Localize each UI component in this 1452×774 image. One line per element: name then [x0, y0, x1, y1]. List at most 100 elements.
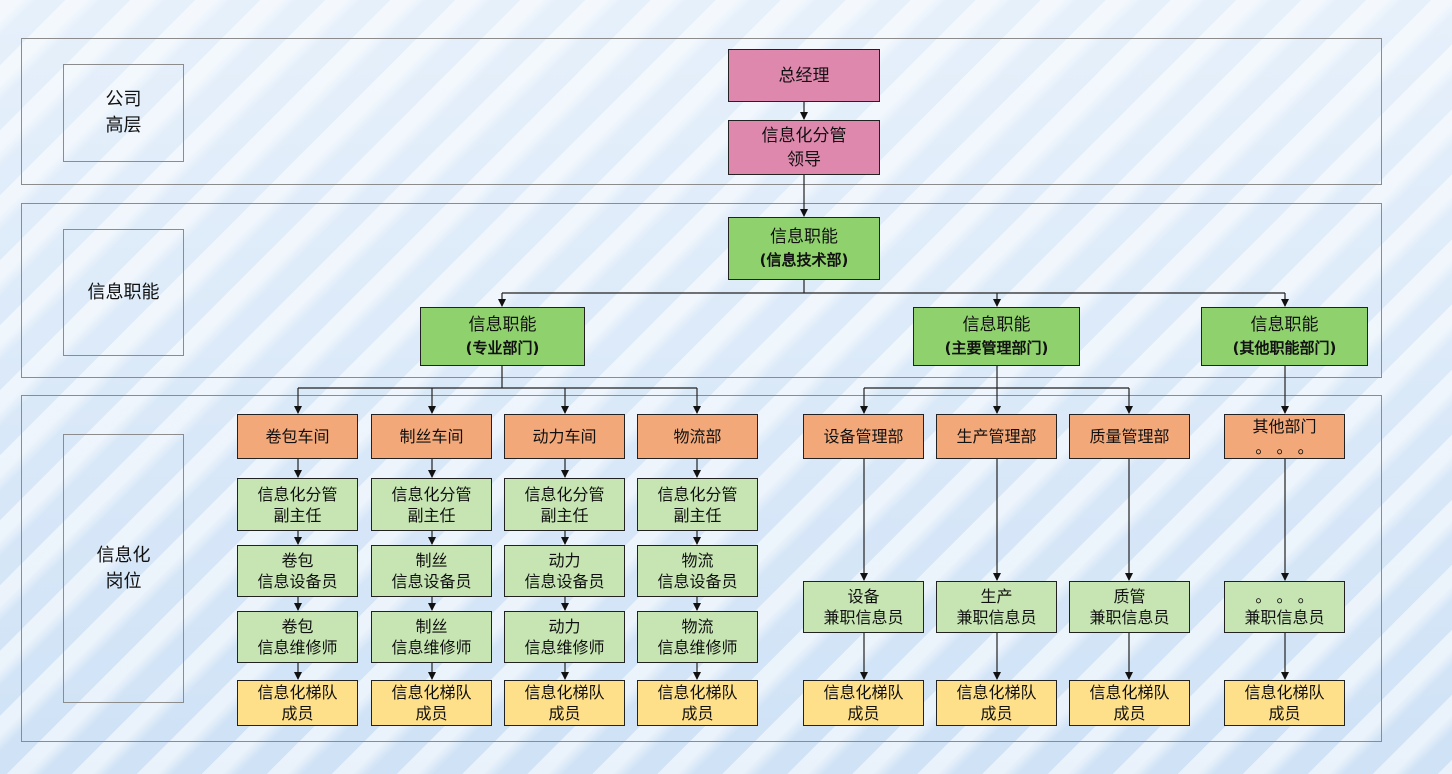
workshop-repair-technician: 卷包信息维修师	[237, 611, 358, 663]
workshop-repair-technician: 动力信息维修师	[504, 611, 625, 663]
workshop-team-line1: 信息化梯队	[524, 683, 605, 702]
workshop-deputy-line1: 信息化分管	[524, 484, 605, 504]
workshop-equipment-line1: 物流	[681, 551, 714, 570]
workshop-deputy: 信息化分管副主任	[637, 478, 758, 531]
node-it-leader-line1: 信息化分管	[761, 125, 847, 146]
workshop-equipment-line2: 信息设备员	[524, 572, 605, 591]
tier-it-positions	[21, 395, 1382, 742]
mgmt-parttime-staff: 生产兼职信息员	[936, 581, 1057, 633]
tier-it-function	[21, 203, 1382, 378]
workshop-dept: 制丝车间	[371, 414, 492, 459]
mgmt-staff-line2: 兼职信息员	[1089, 608, 1170, 627]
workshop-team-member: 信息化梯队成员	[504, 680, 625, 726]
workshop-team-line2: 成员	[548, 704, 581, 723]
node-func-other-line1: 信息职能	[1250, 314, 1319, 335]
mgmt-dept: 生产管理部	[936, 414, 1057, 459]
node-func-professional-line1: 信息职能	[468, 314, 537, 335]
other-team-member: 信息化梯队成员	[1224, 680, 1345, 726]
mgmt-team-member: 信息化梯队成员	[936, 680, 1057, 726]
workshop-team-line1: 信息化梯队	[391, 683, 472, 702]
other-staff-line2: 兼职信息员	[1244, 608, 1325, 627]
workshop-repair-technician: 制丝信息维修师	[371, 611, 492, 663]
workshop-team-line2: 成员	[681, 704, 714, 723]
other-team-line1: 信息化梯队	[1244, 683, 1325, 702]
other-parttime-staff: 。 。 。兼职信息员	[1224, 581, 1345, 633]
workshop-equipment-line2: 信息设备员	[391, 572, 472, 591]
workshop-team-line2: 成员	[281, 704, 314, 723]
workshop-dept-label: 制丝车间	[399, 427, 464, 446]
node-func-main-mgmt-line2: (主要管理部门)	[944, 338, 1049, 357]
workshop-repair-line2: 信息维修师	[524, 638, 605, 657]
workshop-deputy: 信息化分管副主任	[237, 478, 358, 531]
workshop-equipment-line2: 信息设备员	[657, 572, 738, 591]
workshop-deputy-line2: 副主任	[273, 505, 322, 525]
workshop-dept-label: 卷包车间	[265, 427, 330, 446]
node-general-manager-text: 总经理	[778, 65, 830, 86]
workshop-team-line1: 信息化梯队	[657, 683, 738, 702]
node-func-other-line2: (其他职能部门)	[1232, 338, 1337, 357]
workshop-team-line1: 信息化梯队	[257, 683, 338, 702]
workshop-deputy: 信息化分管副主任	[371, 478, 492, 531]
node-general-manager: 总经理	[728, 49, 880, 102]
workshop-repair-line2: 信息维修师	[657, 638, 738, 657]
workshop-equipment-officer: 动力信息设备员	[504, 545, 625, 597]
workshop-deputy-line1: 信息化分管	[257, 484, 338, 504]
workshop-repair-line2: 信息维修师	[257, 638, 338, 657]
mgmt-dept: 质量管理部	[1069, 414, 1190, 459]
workshop-repair-line1: 制丝	[415, 617, 448, 636]
workshop-equipment-line2: 信息设备员	[257, 572, 338, 591]
workshop-equipment-officer: 物流信息设备员	[637, 545, 758, 597]
mgmt-staff-line1: 生产	[980, 587, 1013, 606]
tier-label-it-positions: 信息化 岗位	[63, 434, 184, 703]
workshop-repair-line1: 物流	[681, 617, 714, 636]
mgmt-team-member: 信息化梯队成员	[803, 680, 924, 726]
tier-label-it-function: 信息职能	[63, 229, 184, 356]
mgmt-parttime-staff: 质管兼职信息员	[1069, 581, 1190, 633]
other-dept-line1: 其他部门	[1252, 416, 1317, 436]
node-it-department-line1: 信息职能	[770, 226, 838, 247]
tier-executive	[21, 38, 1382, 185]
mgmt-team-line1: 信息化梯队	[956, 683, 1037, 702]
other-staff-line1: 。 。 。	[1255, 587, 1314, 606]
node-func-professional: 信息职能 (专业部门)	[420, 307, 585, 366]
workshop-dept: 卷包车间	[237, 414, 358, 459]
workshop-dept-label: 动力车间	[532, 427, 597, 446]
workshop-equipment-line1: 制丝	[415, 551, 448, 570]
workshop-deputy-line1: 信息化分管	[657, 484, 738, 504]
workshop-deputy-line2: 副主任	[407, 505, 456, 525]
node-it-department: 信息职能 (信息技术部)	[728, 217, 880, 280]
mgmt-team-line1: 信息化梯队	[1089, 683, 1170, 702]
node-it-leader: 信息化分管 领导	[728, 120, 880, 175]
mgmt-dept-label: 生产管理部	[956, 427, 1037, 446]
node-func-other: 信息职能 (其他职能部门)	[1201, 307, 1368, 366]
workshop-deputy-line1: 信息化分管	[391, 484, 472, 504]
workshop-repair-line2: 信息维修师	[391, 638, 472, 657]
node-func-main-mgmt-line1: 信息职能	[962, 314, 1031, 335]
mgmt-staff-line2: 兼职信息员	[823, 608, 904, 627]
mgmt-team-line2: 成员	[847, 704, 880, 723]
workshop-team-member: 信息化梯队成员	[371, 680, 492, 726]
workshop-equipment-line1: 动力	[548, 551, 581, 570]
workshop-deputy: 信息化分管副主任	[504, 478, 625, 531]
workshop-deputy-line2: 副主任	[540, 505, 589, 525]
node-it-department-line2: (信息技术部)	[759, 250, 849, 269]
mgmt-team-line2: 成员	[980, 704, 1013, 723]
workshop-dept: 动力车间	[504, 414, 625, 459]
workshop-dept-label: 物流部	[673, 427, 722, 446]
mgmt-staff-line1: 设备	[847, 587, 880, 606]
tier-label-executive: 公司 高层	[63, 64, 184, 162]
node-func-professional-line2: (专业部门)	[465, 338, 540, 357]
workshop-repair-line1: 卷包	[281, 617, 314, 636]
mgmt-team-member: 信息化梯队成员	[1069, 680, 1190, 726]
workshop-team-member: 信息化梯队成员	[237, 680, 358, 726]
workshop-team-line2: 成员	[415, 704, 448, 723]
mgmt-staff-line1: 质管	[1113, 587, 1146, 606]
mgmt-staff-line2: 兼职信息员	[956, 608, 1037, 627]
workshop-deputy-line2: 副主任	[673, 505, 722, 525]
node-it-leader-line2: 领导	[787, 149, 821, 170]
workshop-team-member: 信息化梯队成员	[637, 680, 758, 726]
mgmt-parttime-staff: 设备兼职信息员	[803, 581, 924, 633]
workshop-repair-line1: 动力	[548, 617, 581, 636]
mgmt-team-line1: 信息化梯队	[823, 683, 904, 702]
